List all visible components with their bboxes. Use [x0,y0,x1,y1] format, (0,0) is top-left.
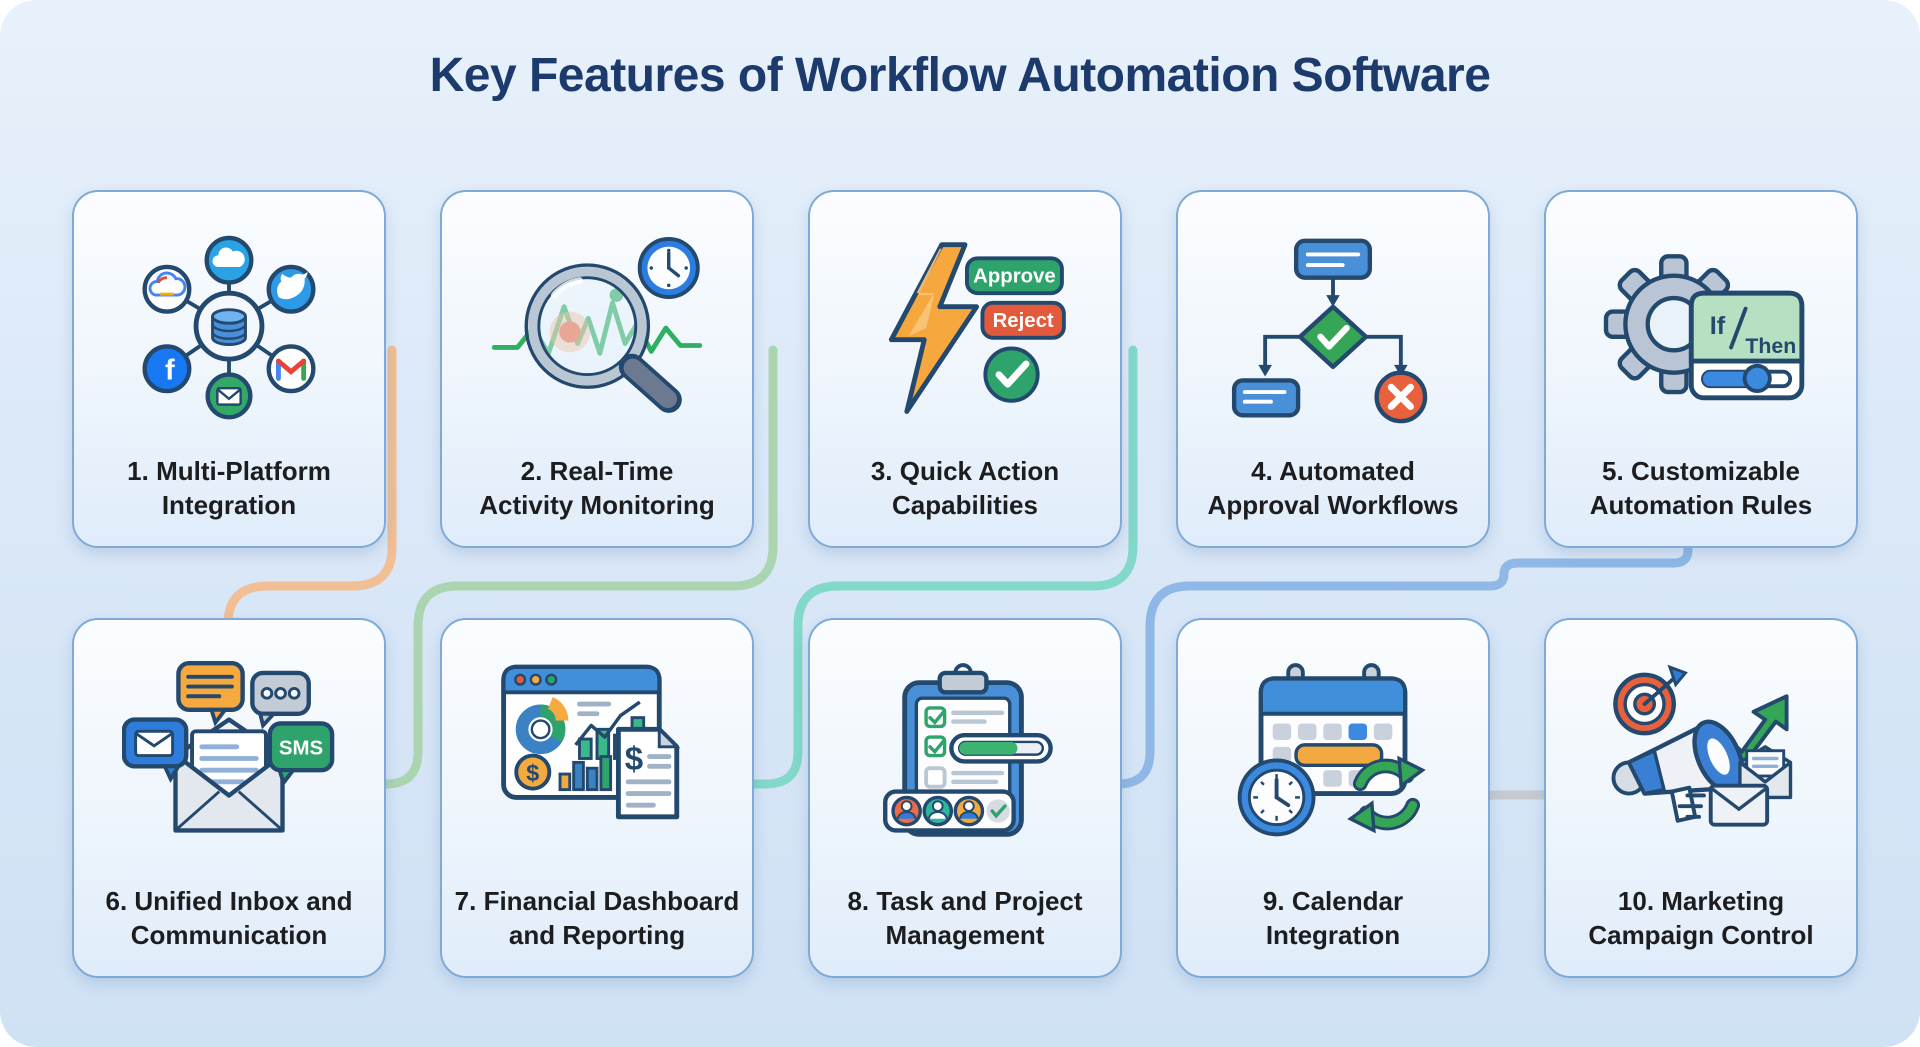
gmail-node-icon [266,344,316,393]
calendar-event-bar [1294,743,1384,768]
svg-text:Reject: Reject [993,310,1054,332]
approve-pill: Approve [965,256,1064,295]
card-label: 3. Quick Action Capabilities [870,456,1060,520]
feature-card-calendar-integration: 9. Calendar Integration [1176,618,1490,978]
workflow-flowchart-icon [1231,238,1428,424]
task-row-done-2 [924,735,947,758]
integration-network-icon: f [142,235,316,420]
magnifier-lens [524,263,651,389]
feature-card-approval-workflows: 4. Automated Approval Workflows [1176,190,1490,548]
financial-report-doc: $ [615,726,681,820]
marketing-megaphone-icon [1611,664,1793,827]
check-circle-icon [983,346,1040,403]
clock-icon [1237,758,1316,837]
card-label: 6. Unified Inbox and Communication [105,886,353,950]
google-cloud-node-icon [142,264,192,314]
avatar [953,795,985,827]
financial-dashboard-icon: $ $ [501,664,681,820]
sync-arrows-icon [1347,755,1426,834]
connector-orange [223,345,397,650]
if-then-rules-icon: If Then [1603,253,1805,401]
feature-card-activity-monitoring: 2. Real-Time Activity Monitoring [440,190,754,548]
card-label: 8. Task and Project Management [847,886,1083,950]
monitoring-magnifier-icon [491,236,703,413]
feature-card-financial-dashboard: $ $ [440,618,754,978]
cloud-node-icon [204,235,254,285]
clipboard-clip [937,670,989,695]
facebook-node-icon: f [142,344,192,393]
svg-text:Approve: Approve [973,265,1056,287]
feature-card-marketing-control: 10. Marketing Campaign Control [1544,618,1858,978]
unified-inbox-icon: SMS [122,661,335,833]
lightning-bolt-icon [888,242,980,414]
decision-diamond [1297,304,1369,369]
task-row-done-1 [924,706,1005,729]
feature-card-task-management: 8. Task and Project Management [808,618,1122,978]
rule-slider [1701,363,1793,393]
avatar [922,795,954,827]
avatar [891,795,922,827]
magnifier-handle [618,353,682,413]
connector-blue [1065,500,1693,789]
connector-teal [735,345,1138,789]
feature-card-multi-platform-integration: f 1. Multi-Platform Integration [72,190,386,548]
donut-chart [515,697,569,755]
campaign-envelopes [1677,745,1793,827]
progress-bar [949,733,1053,764]
sms-bubble-icon: SMS [267,721,335,788]
typing-bubble-icon [250,670,311,730]
svg-text:$: $ [625,741,643,778]
feature-card-quick-actions: Approve Reject 3. Quick Action Capabilit… [808,190,1122,548]
page-title: Key Features of Workflow Automation Soft… [429,49,1491,102]
card-label: 4. Automated Approval Workflows [1207,456,1459,520]
if-then-panel: If Then [1688,290,1805,401]
dollar-coin-icon: $ [514,753,552,791]
target-icon [1613,664,1688,736]
card-label: 10. Marketing Campaign Control [1588,886,1814,950]
twitter-node-icon [266,264,316,314]
connector-green [355,345,778,789]
card-label: 9. Calendar Integration [1262,886,1404,950]
calendar-sync-icon [1237,663,1426,837]
flow-approved-node [1231,377,1301,418]
svg-text:Then: Then [1745,334,1796,358]
chat-bubble-icon [176,661,245,727]
open-envelope-icon [173,717,285,833]
card-label: 2. Real-Time Activity Monitoring [479,456,715,520]
rejected-node [1374,370,1428,424]
feature-card-automation-rules: If Then 5. Customizable Automation Rules [1544,190,1858,548]
card-label: 7. Financial Dashboard and Reporting [454,886,740,950]
clock-icon [637,236,700,299]
svg-text:f: f [165,354,175,386]
mini-bar-chart [558,755,613,792]
svg-text:SMS: SMS [279,738,323,760]
quick-action-icon: Approve Reject [888,242,1066,414]
card-label: 5. Customizable Automation Rules [1589,456,1813,520]
email-node-icon [205,372,253,420]
flow-start-node [1293,238,1373,280]
speed-lines [1677,793,1706,820]
feature-card-unified-inbox: SMS 6. Unified Inbox and Communication [72,618,386,978]
svg-text:$: $ [526,760,539,786]
task-row-todo [924,766,1005,789]
reject-pill: Reject [980,300,1066,340]
mail-bubble-icon [122,717,189,784]
svg-text:If: If [1710,312,1726,340]
assignee-avatars [883,789,1016,833]
card-label: 1. Multi-Platform Integration [127,456,331,520]
task-clipboard-icon [883,663,1053,838]
